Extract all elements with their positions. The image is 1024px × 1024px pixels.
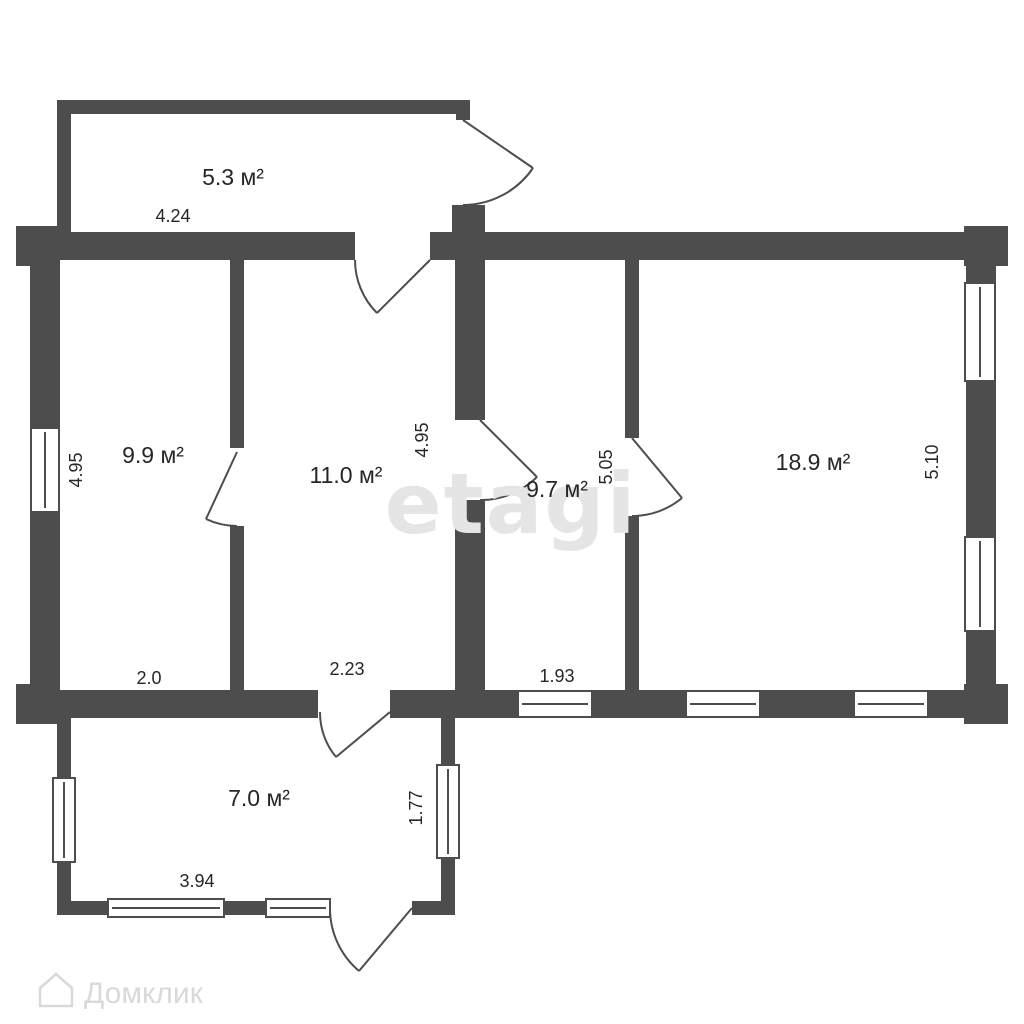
main-bottom-wall-a xyxy=(30,690,318,718)
room-label-room-left: 9.9 м² xyxy=(122,442,184,468)
window-annex-right xyxy=(436,764,460,859)
room-labels: 5.3 м² 9.9 м² 11.0 м² 9.7 м² 18.9 м² 7.0… xyxy=(122,164,851,811)
annex-right-wall-stub xyxy=(456,100,470,120)
bottom-annex-left-wall-upper xyxy=(57,718,71,778)
main-bottom-wall-b xyxy=(390,690,518,718)
room-label-room-center: 11.0 м² xyxy=(310,462,383,488)
interior-wall-2-lower xyxy=(455,500,485,690)
window-left-main xyxy=(30,427,60,513)
walls xyxy=(16,100,1008,915)
domclick-house-icon xyxy=(38,972,74,1008)
window-bottom-2 xyxy=(685,690,761,718)
window-annex-bottom-1 xyxy=(107,898,225,918)
bottom-annex-bottom-wall-a xyxy=(57,901,108,915)
door-annex-entry xyxy=(462,119,534,206)
annex-left-wall xyxy=(57,100,71,232)
window-bottom-1 xyxy=(517,690,593,718)
interior-wall-1-upper xyxy=(230,260,244,448)
dimension-label-room-mid-right-width: 1.93 xyxy=(539,666,574,686)
window-right-upper xyxy=(964,282,996,382)
dimension-label-right-height: 5.10 xyxy=(922,444,942,479)
annex-top-wall xyxy=(57,100,470,114)
room-label-room-right: 18.9 м² xyxy=(776,449,851,475)
interior-wall-3-upper xyxy=(625,260,639,438)
bottom-annex-right-wall-upper xyxy=(441,718,455,765)
door-main-to-bottom-annex xyxy=(318,711,391,758)
main-bottom-wall-d xyxy=(760,690,854,718)
main-left-wall-lower xyxy=(30,512,60,718)
main-top-wall-left xyxy=(30,232,355,260)
dimension-label-annex-window: 1.77 xyxy=(406,790,426,825)
door-bottom-annex-exit xyxy=(328,907,413,972)
bottom-annex-right-wall-lower xyxy=(441,858,455,915)
dimension-label-room-left-width: 2.0 xyxy=(136,668,161,688)
interior-wall-2-upper xyxy=(455,260,485,420)
bottom-annex-bottom-wall-b xyxy=(224,901,266,915)
main-right-wall-b xyxy=(966,381,996,537)
domclick-brand-text: Домклик xyxy=(84,977,204,1010)
domclick-watermark: Домклик xyxy=(38,972,204,1010)
door-room-mid-right xyxy=(479,419,538,502)
doors xyxy=(205,119,683,972)
dimension-label-center-height: 4.95 xyxy=(412,422,432,457)
door-annex-to-room-center xyxy=(354,259,431,314)
wall-cap-bottom-right xyxy=(964,684,1008,724)
door-room-right xyxy=(631,437,683,518)
door-room-left xyxy=(205,451,238,527)
main-right-wall-a xyxy=(966,232,996,283)
dimension-label-left-height: 4.95 xyxy=(66,452,86,487)
interior-wall-1-lower xyxy=(230,526,244,690)
dimension-label-bottom-annex-width: 3.94 xyxy=(179,871,214,891)
window-right-lower xyxy=(964,536,996,632)
main-top-wall-right xyxy=(430,232,996,260)
room-label-room-mid-right: 9.7 м² xyxy=(526,476,588,502)
dimension-label-room-center-width: 2.23 xyxy=(329,659,364,679)
room-label-top-annex: 5.3 м² xyxy=(202,164,264,190)
window-annex-left xyxy=(52,777,76,863)
interior-wall-3-lower xyxy=(625,516,639,690)
window-bottom-3 xyxy=(853,690,929,718)
main-left-wall-upper xyxy=(30,232,60,428)
dimension-label-mid-right-height: 5.05 xyxy=(596,449,616,484)
dimension-label-annex-width: 4.24 xyxy=(155,206,190,226)
etagi-watermark: etagi xyxy=(385,455,638,553)
room-label-bottom-annex: 7.0 м² xyxy=(228,785,290,811)
wall-cap-bottom-left xyxy=(16,684,60,724)
windows xyxy=(30,282,996,918)
main-bottom-wall-c xyxy=(592,690,686,718)
window-annex-bottom-2 xyxy=(265,898,331,918)
dimension-labels: 4.24 4.95 4.95 5.05 5.10 2.0 2.23 1.93 1… xyxy=(66,206,942,891)
